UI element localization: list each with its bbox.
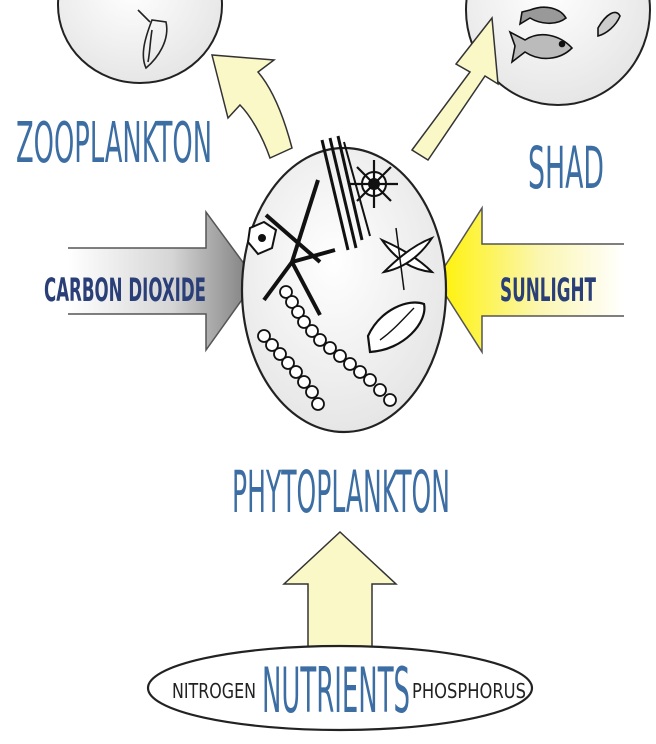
arrow-to-zooplankton xyxy=(212,55,292,158)
zooplankton-label: ZOOPLANKTON xyxy=(16,111,212,176)
phytoplankton-circle xyxy=(242,136,446,432)
carbon-dioxide-label: CARBON DIOXIDE xyxy=(44,271,206,309)
sunlight-label: SUNLIGHT xyxy=(500,271,596,309)
arrow-to-shad xyxy=(412,18,498,160)
shad-label: SHAD xyxy=(528,134,604,202)
phytoplankton-label: PHYTOPLANKTON xyxy=(232,458,450,526)
phosphorus-label: PHOSPHORUS xyxy=(412,679,526,703)
arrow-nutrients-up xyxy=(284,532,396,652)
nutrients-label: NUTRIENTS xyxy=(262,654,410,727)
zooplankton-circle xyxy=(58,0,222,83)
nitrogen-label: NITROGEN xyxy=(172,679,256,703)
